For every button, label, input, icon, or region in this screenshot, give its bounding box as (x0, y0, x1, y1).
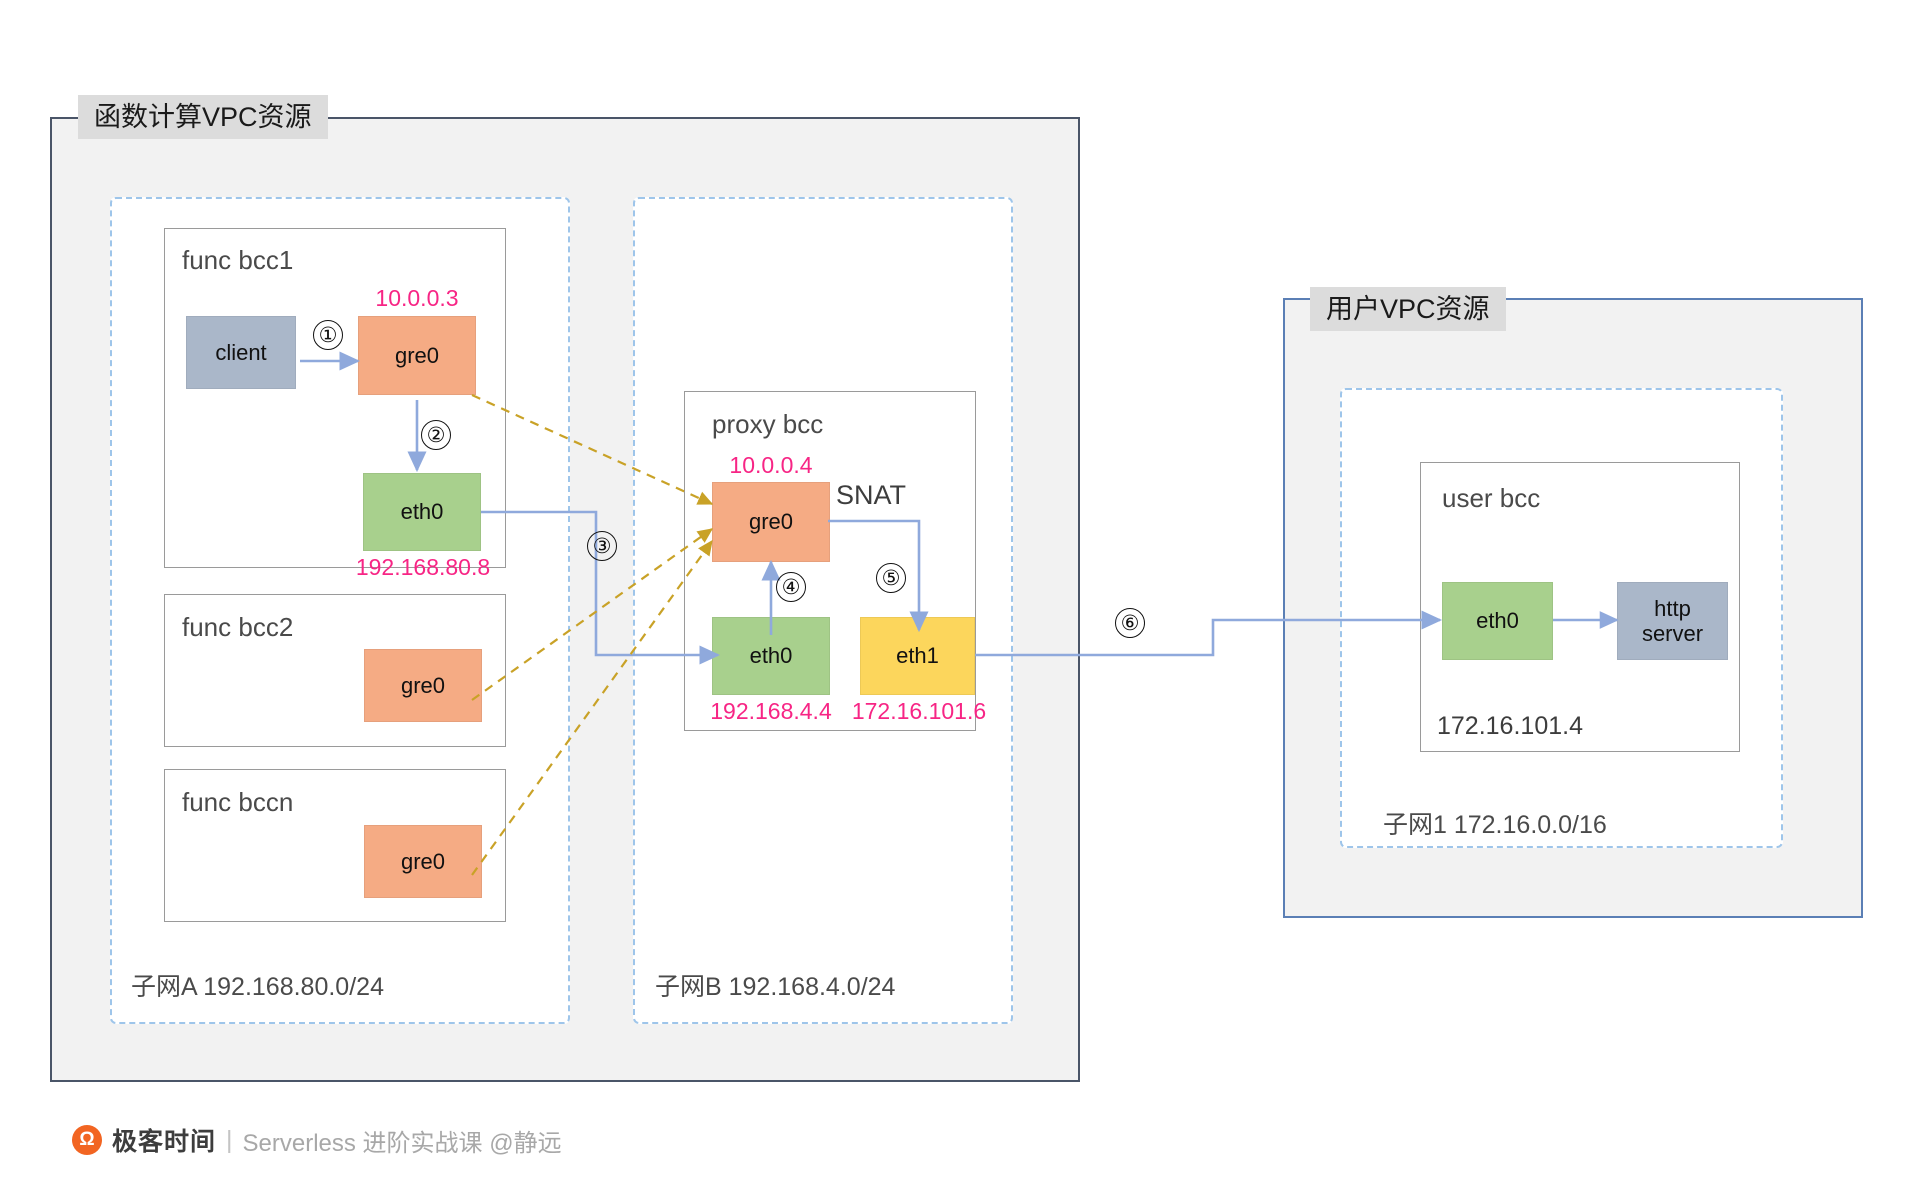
http-server-label-line2: server (1641, 621, 1704, 646)
proxy-bcc-node-eth0[interactable]: eth0 (712, 617, 830, 695)
proxy-bcc-node-eth1[interactable]: eth1 (860, 617, 975, 695)
fc-vpc-title: 函数计算VPC资源 (78, 95, 328, 139)
proxy-bcc-eth1-ip: 172.16.101.6 (851, 698, 987, 724)
host-func-bcc2-title: func bcc2 (182, 612, 294, 642)
snat-label: SNAT (836, 480, 907, 510)
user-bcc-ip: 172.16.101.4 (1437, 712, 1583, 740)
node-http-server[interactable]: http server (1617, 582, 1728, 660)
proxy-bcc-gre0-ip: 10.0.0.4 (729, 452, 813, 478)
footer-course-text: Serverless 进阶实战课 @静远 (242, 1129, 562, 1157)
subnet-a-label: 子网A 192.168.80.0/24 (131, 973, 384, 1001)
host-proxy-bcc-title: proxy bcc (712, 409, 824, 439)
func-bcc1-node-eth0[interactable]: eth0 (363, 473, 481, 551)
footer-brand: 极客时间 (112, 1128, 217, 1156)
step-marker-2: ② (421, 420, 451, 450)
host-func-bccn-title: func bccn (182, 787, 294, 817)
func-bcc1-eth0-ip: 192.168.80.8 (355, 554, 491, 580)
user-bcc-node-eth0[interactable]: eth0 (1442, 582, 1553, 660)
step-marker-3: ③ (587, 531, 617, 561)
step-marker-6: ⑥ (1115, 608, 1145, 638)
proxy-bcc-eth0-ip: 192.168.4.4 (710, 698, 832, 724)
step-marker-4: ④ (776, 572, 806, 602)
subnet-b-label: 子网B 192.168.4.0/24 (655, 973, 896, 1001)
step-marker-1: ① (313, 320, 343, 350)
http-server-label-line1: http (1654, 595, 1691, 621)
user-vpc-title: 用户VPC资源 (1310, 287, 1506, 331)
host-user-bcc-title: user bcc (1442, 483, 1541, 513)
func-bcc1-node-gre0[interactable]: gre0 (358, 316, 476, 395)
footer-watermark: Ω 极客时间 | Serverless 进阶实战课 @静远 (72, 1122, 562, 1158)
geekbang-logo-icon: Ω (72, 1125, 102, 1155)
step-marker-5: ⑤ (876, 563, 906, 593)
func-bcc1-gre0-ip: 10.0.0.3 (375, 285, 459, 311)
proxy-bcc-node-gre0[interactable]: gre0 (712, 482, 830, 562)
node-client[interactable]: client (186, 316, 296, 389)
func-bccn-node-gre0[interactable]: gre0 (364, 825, 482, 898)
user-subnet-label: 子网1 172.16.0.0/16 (1383, 811, 1607, 839)
host-func-bcc1-title: func bcc1 (182, 245, 294, 275)
footer-separator: | (226, 1125, 233, 1154)
func-bcc2-node-gre0[interactable]: gre0 (364, 649, 482, 722)
